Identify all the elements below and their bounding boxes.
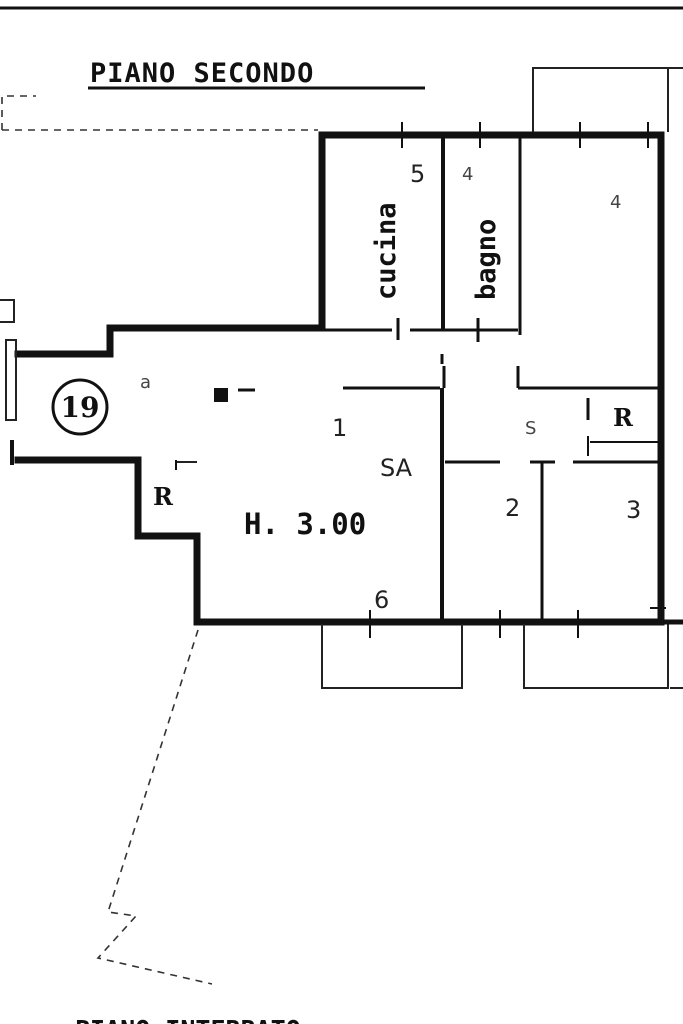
- note-3-room: 3: [626, 496, 641, 524]
- note-a-entry: a: [140, 372, 151, 393]
- note-4-bath: 4: [462, 164, 473, 185]
- neighbour-outline-lower: [96, 629, 213, 985]
- outer-wall: [14, 131, 665, 626]
- note-2-room: 2: [505, 494, 520, 522]
- note-4-room: 4: [610, 192, 621, 213]
- footer-title: PIANO INTERRATO: [75, 1015, 301, 1024]
- ceiling-height: H. 3.00: [244, 507, 366, 541]
- note-sa-living: SA: [380, 454, 413, 482]
- room-label-bathroom: bagno: [471, 219, 502, 300]
- balcony-top: [532, 67, 683, 132]
- entry-door-frame: [5, 339, 17, 421]
- balcony-bottom-left: [321, 624, 463, 689]
- column-mark: [214, 388, 228, 402]
- plan-title: PIANO SECONDO: [90, 58, 314, 89]
- unit-number: 19: [61, 391, 100, 424]
- balcony-bottom-right: [523, 624, 669, 689]
- note-s-hall: S: [525, 418, 536, 439]
- storage-label-right: R: [613, 403, 634, 432]
- note-1-living: 1: [332, 414, 347, 442]
- room-label-kitchen: cucina: [371, 202, 402, 300]
- entry-left-mark: [0, 299, 15, 323]
- unit-number-circle: [51, 378, 109, 436]
- note-5-kitchen: 5: [410, 160, 425, 188]
- outer-wall-upper: [14, 131, 326, 358]
- storage-label-left: R: [153, 482, 174, 511]
- neighbour-outline: [1, 95, 36, 130]
- note-6-living: 6: [374, 586, 389, 614]
